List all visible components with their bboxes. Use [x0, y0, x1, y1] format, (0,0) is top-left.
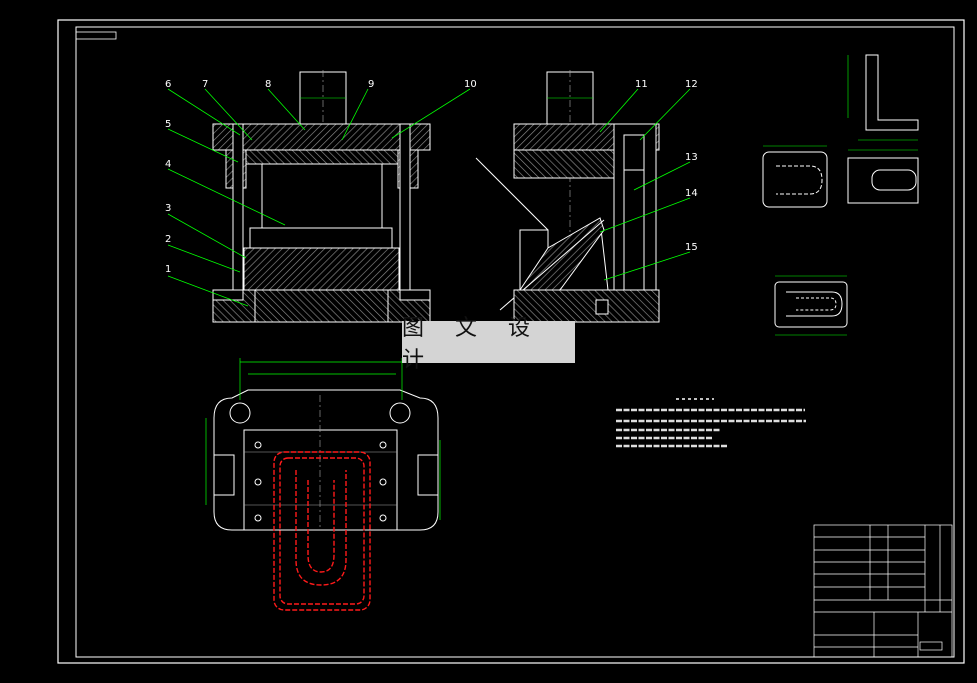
part-label-13: 13 [685, 152, 698, 163]
leader-lines [167, 88, 691, 307]
watermark-label: 图 文 设 计 [402, 316, 575, 373]
part-label-12: 12 [685, 79, 698, 90]
outer-border [57, 19, 965, 664]
part-label-3: 3 [165, 203, 171, 214]
part-label-11: 11 [635, 79, 648, 90]
part-label-5: 5 [165, 119, 171, 130]
title-block [813, 524, 953, 658]
part-label-2: 2 [165, 234, 171, 245]
punch-outline-red [273, 451, 371, 611]
part-label-1: 1 [165, 264, 171, 275]
front-section-view [212, 70, 431, 323]
part-label-14: 14 [685, 188, 698, 199]
part-label-4: 4 [165, 159, 171, 170]
part-detail-views [762, 54, 919, 336]
part-label-9: 9 [368, 79, 374, 90]
technical-requirements [616, 398, 808, 448]
inner-border [75, 26, 955, 658]
side-section-view [475, 70, 660, 323]
part-label-8: 8 [265, 79, 271, 90]
part-label-15: 15 [685, 242, 698, 253]
plan-dimensions [205, 358, 441, 520]
plan-view [213, 389, 439, 531]
part-label-6: 6 [165, 79, 171, 90]
part-label-7: 7 [202, 79, 208, 90]
part-label-10: 10 [464, 79, 477, 90]
part-number-labels: 1 2 3 4 5 6 7 8 9 10 11 12 13 14 15 [165, 79, 698, 275]
corner-tag [75, 31, 117, 40]
